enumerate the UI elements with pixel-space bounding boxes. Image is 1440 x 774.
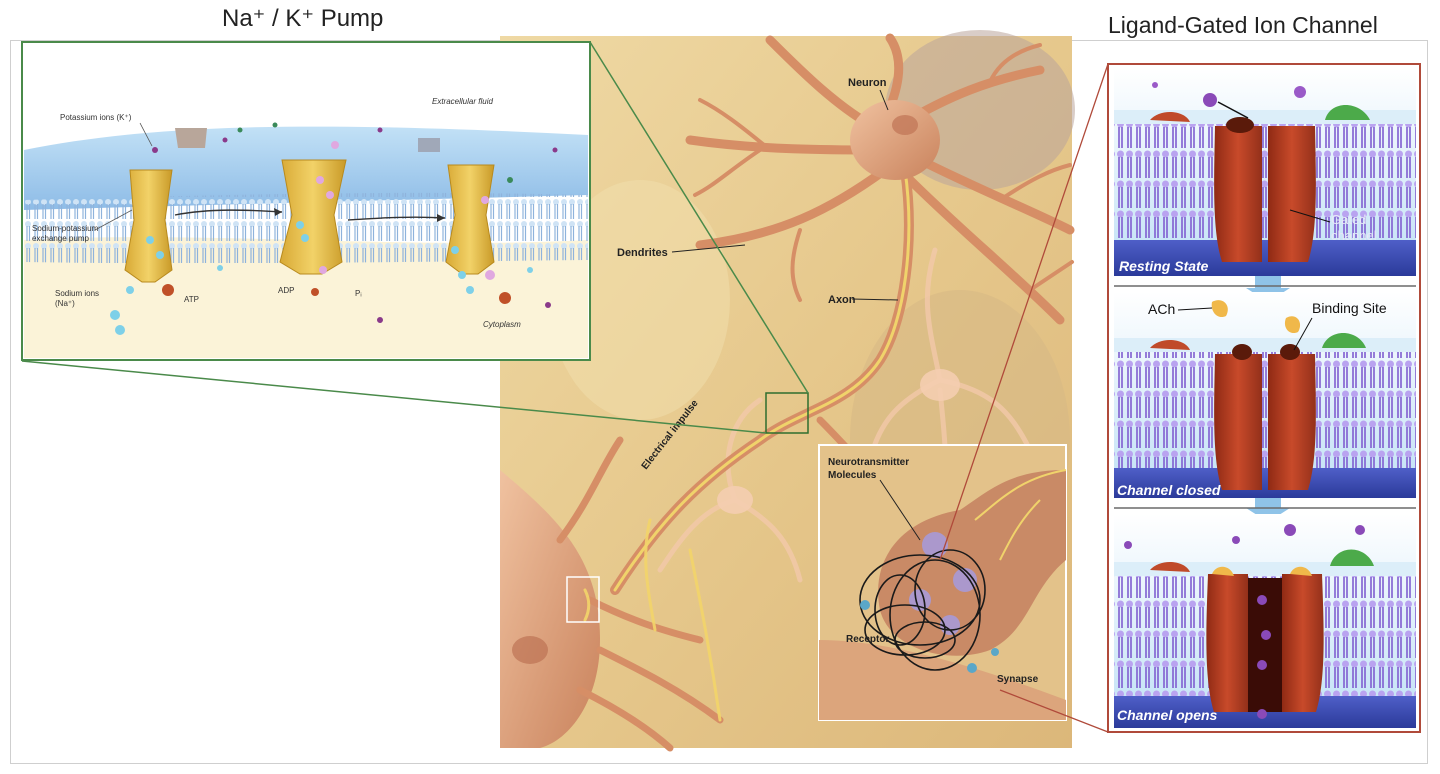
gated-channel-label-1: Gated — [1331, 212, 1366, 227]
synapse-label: Synapse — [997, 674, 1039, 685]
channel-closed-label: Channel closed — [1117, 482, 1221, 498]
connector-lines — [21, 41, 1109, 733]
axon-label: Axon — [828, 294, 856, 306]
synapse-inset: Neurotransmitter Molecules Receptor Syna… — [818, 444, 1067, 721]
resting-state-label: Resting State — [1119, 258, 1209, 274]
cytoplasm-label: Cytoplasm — [483, 320, 521, 329]
stage-arrow-2 — [1246, 498, 1290, 522]
channel-panel: Gated channel Resting State ACh — [1107, 63, 1421, 733]
dendrites-label: Dendrites — [617, 247, 668, 259]
pump-title: Na⁺ / K⁺ Pump — [222, 5, 384, 32]
pi-label: Pᵢ — [355, 289, 362, 298]
adp-label: ADP — [278, 286, 294, 295]
extracellular-label: Extracellular fluid — [432, 97, 493, 106]
pump-zoom-box — [765, 392, 809, 434]
binding-site-label: Binding Site — [1312, 300, 1387, 316]
potassium-ions-label: Potassium ions (K⁺) — [60, 113, 132, 122]
channel-title: Ligand-Gated Ion Channel — [1108, 12, 1378, 38]
gated-channel-label-2: channel — [1331, 228, 1377, 243]
stage-resting: Gated channel Resting State — [1114, 68, 1416, 276]
channel-opens-label: Channel opens — [1117, 707, 1218, 723]
stage-arrow-1 — [1246, 276, 1290, 302]
neurotransmitter-label-2: Molecules — [828, 470, 877, 481]
sodium-ions-label-2: (Na⁺) — [55, 299, 75, 308]
impulse-zoom-box — [566, 576, 600, 623]
pump-panel: Potassium ions (K⁺) Extracellular fluid … — [21, 41, 591, 361]
stage-closed: ACh Binding Site Channel closed — [1114, 292, 1416, 498]
ach-label: ACh — [1148, 301, 1175, 317]
pump-label-2: exchange pump — [32, 234, 89, 243]
receptor-label: Receptor — [846, 634, 889, 645]
neurotransmitter-label-1: Neurotransmitter — [828, 457, 909, 468]
neuron-label: Neuron — [848, 77, 887, 89]
stage-open: Channel opens — [1114, 514, 1416, 728]
pump-label-1: Sodium-potassium — [32, 224, 99, 233]
atp-label: ATP — [184, 295, 199, 304]
sodium-ions-label-1: Sodium ions — [55, 289, 99, 298]
